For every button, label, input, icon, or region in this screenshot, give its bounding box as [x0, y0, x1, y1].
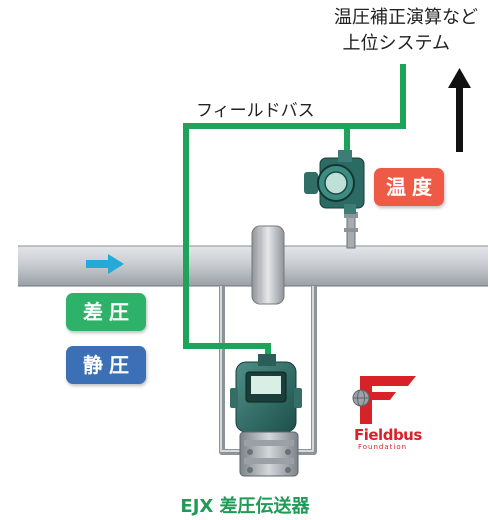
- fieldbus-logo: [352, 376, 416, 424]
- temperature-badge: 温度: [374, 168, 444, 206]
- differential-pressure-badge: 差圧: [66, 293, 146, 331]
- flow-arrow-icon: [86, 254, 124, 274]
- ejx-transmitter: [230, 354, 302, 477]
- fieldbus-cable: [183, 64, 406, 362]
- product-label: EJX 差圧伝送器: [180, 496, 310, 517]
- impulse-lines-highlight: [220, 286, 314, 452]
- fieldbus-logo-sub: Foundation: [358, 443, 408, 451]
- up-arrow-icon: [448, 68, 471, 152]
- fieldbus-label: フィールドバス: [196, 101, 315, 121]
- destination-label-line2: 上位システム: [342, 33, 450, 54]
- destination-label-line1: 温圧補正演算など: [334, 7, 478, 28]
- static-pressure-badge: 静圧: [66, 346, 146, 384]
- orifice-flange: [251, 225, 285, 305]
- temperature-transmitter: [304, 150, 365, 214]
- fieldbus-logo-name: Fieldbus: [354, 426, 422, 444]
